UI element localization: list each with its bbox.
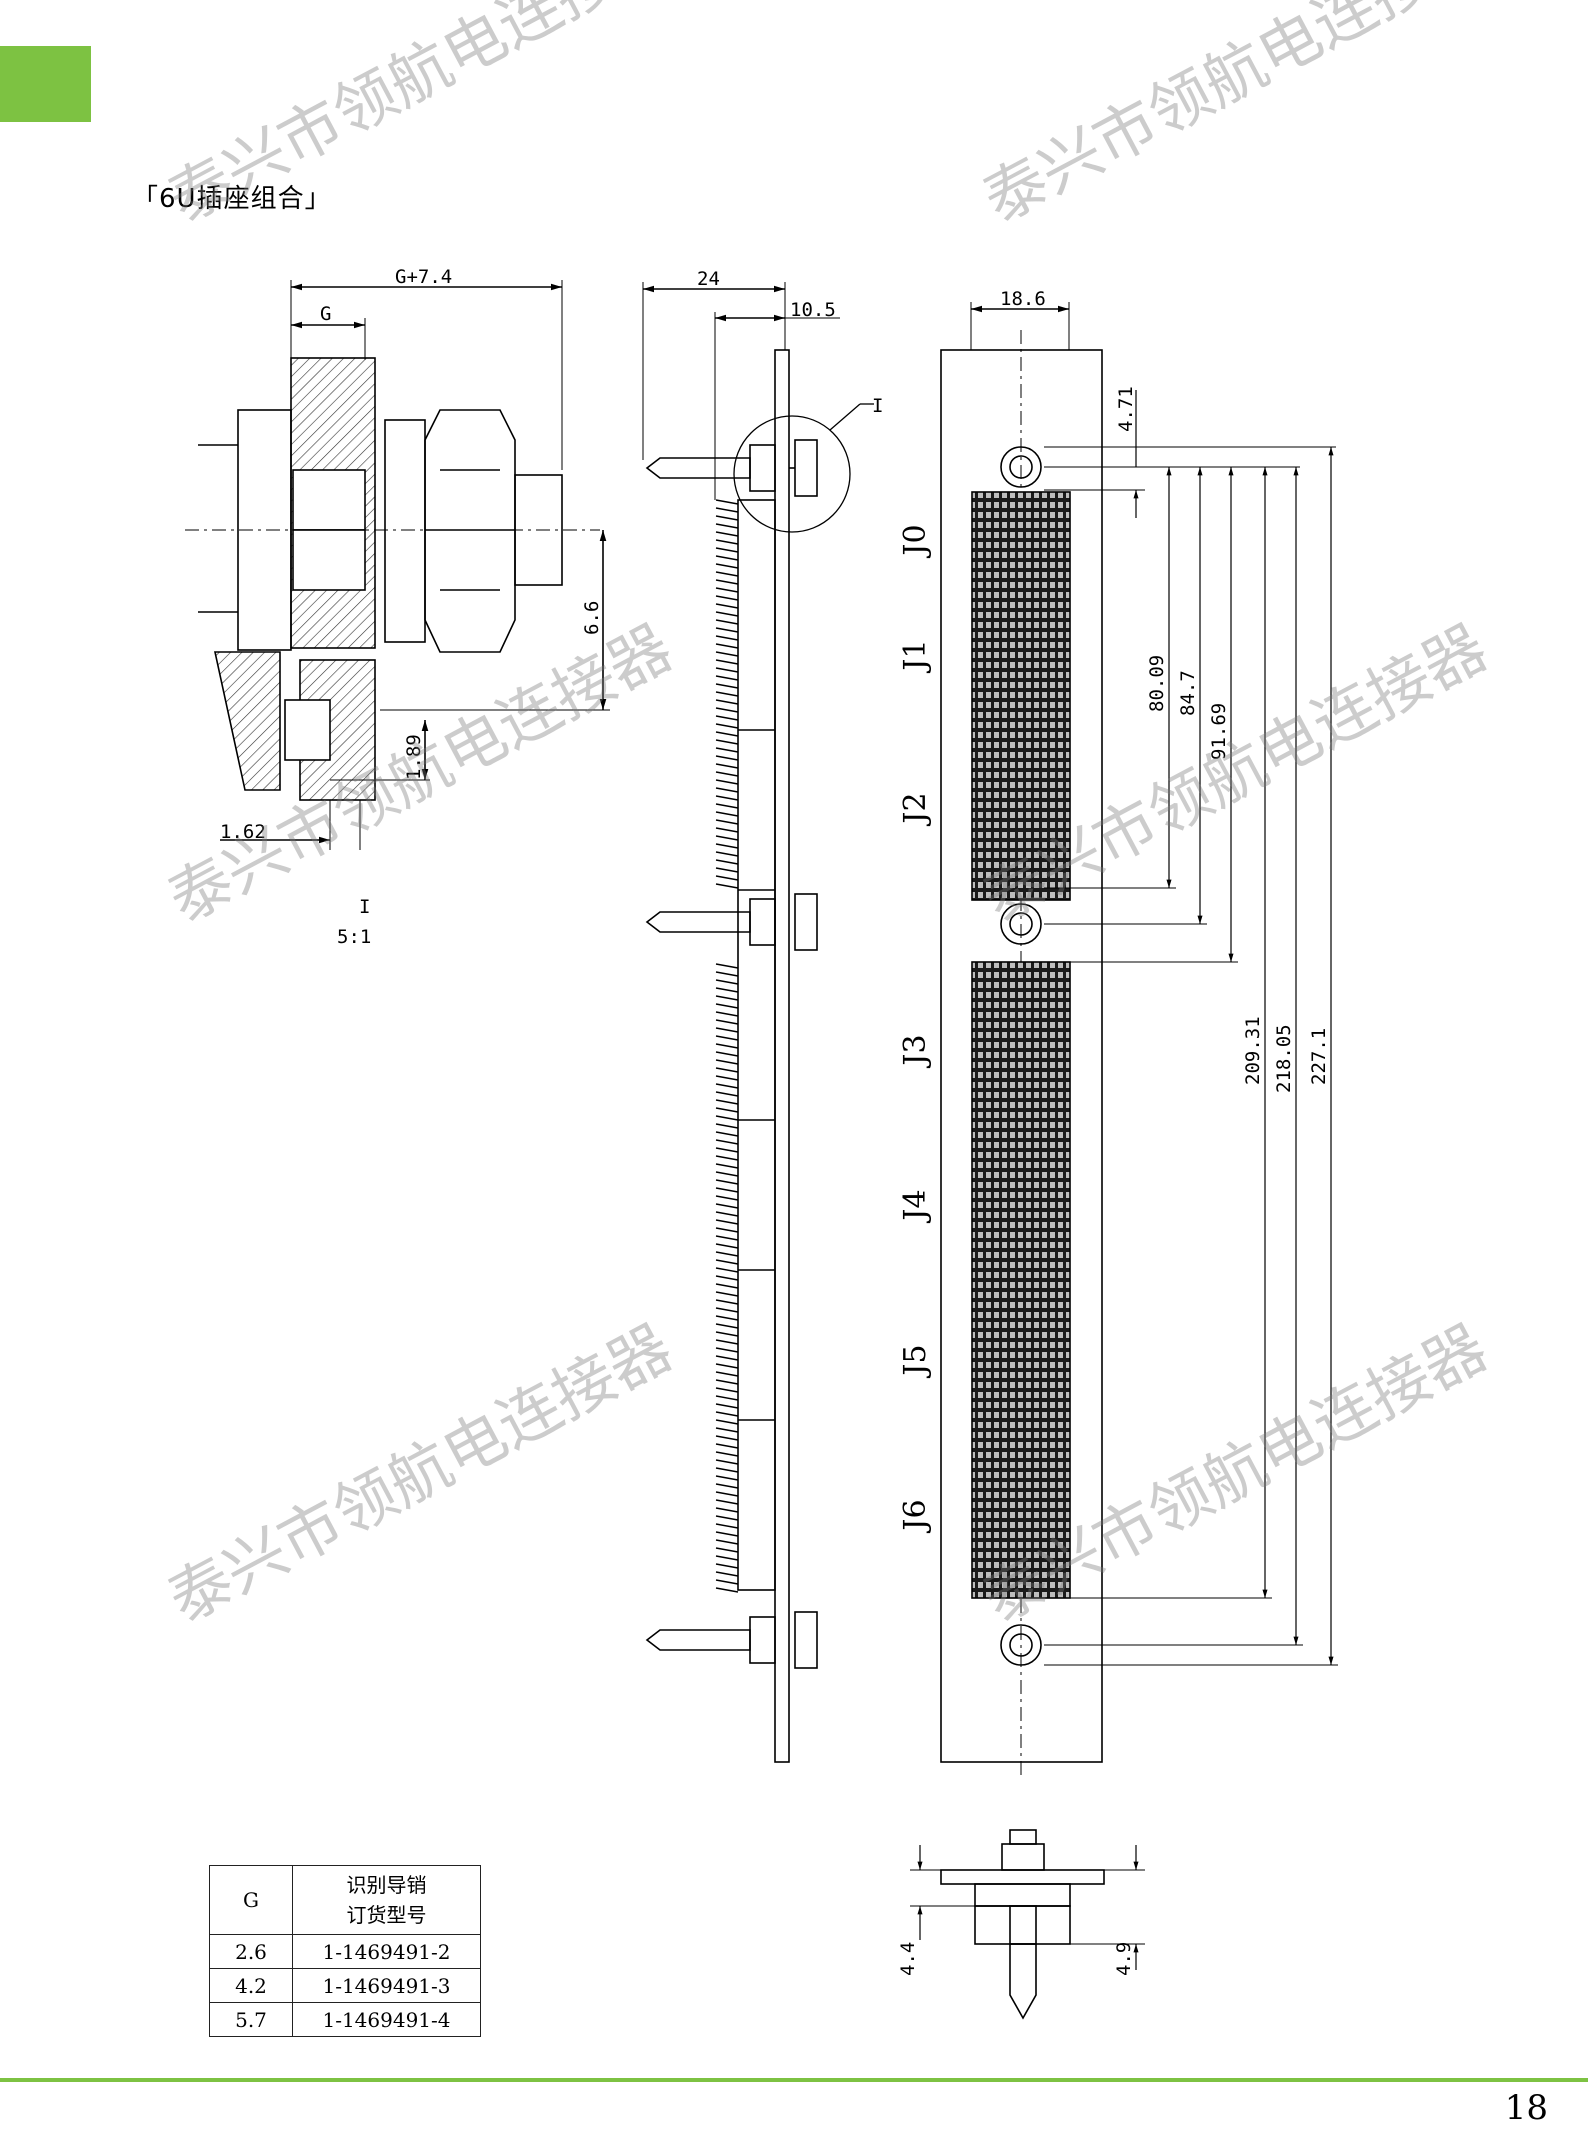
dim-84-7: 84.7 (1177, 670, 1199, 716)
dim-209-31: 209.31 (1242, 1016, 1264, 1085)
dim-g: G (320, 303, 331, 325)
table-row: 5.7 1-1469491-4 (209, 2002, 481, 2037)
connector-label-j1: J1 (898, 639, 933, 673)
connector-label-j0: J0 (898, 524, 933, 558)
mount-hole-middle (1000, 903, 1042, 945)
header-part: 识别导销 订货型号 (292, 1865, 481, 1935)
table-row: 2.6 1-1469491-2 (209, 1934, 481, 1969)
row-g: 5.7 (209, 2002, 293, 2037)
footer-rule (0, 2078, 1588, 2082)
guide-pin-middle (645, 893, 818, 951)
header-part-line2: 订货型号 (346, 1903, 427, 1927)
detail-view-scale: 5:1 (337, 926, 371, 948)
dim-4-9: 4.9 (1113, 1942, 1135, 1976)
dim-4-4: 4.4 (897, 1942, 919, 1976)
detail-view-i (185, 280, 610, 850)
row-part: 1-1469491-3 (292, 1968, 481, 2003)
connector-label-j2: J2 (898, 792, 933, 826)
mount-hole-top (1000, 446, 1042, 488)
connector-label-j4: J4 (898, 1189, 933, 1223)
detail-view-label: I (359, 896, 370, 918)
connector-label-j5: J5 (898, 1344, 933, 1378)
dim-10-5: 10.5 (790, 299, 836, 321)
dim-1-89: 1.89 (403, 734, 425, 780)
dim-227-1: 227.1 (1308, 1028, 1330, 1085)
detail-callout-i: I (872, 395, 883, 417)
guide-pin-order-table: G 识别导销 订货型号 2.6 1-1469491-2 4.2 1-146949… (209, 1865, 481, 2037)
row-part: 1-1469491-4 (292, 2002, 481, 2037)
mount-hole-bottom (1000, 1624, 1042, 1666)
dim-24: 24 (697, 268, 720, 290)
row-g: 2.6 (209, 1934, 293, 1969)
guide-pin-top (645, 439, 818, 497)
dim-4-71: 4.71 (1115, 386, 1137, 432)
guide-pin-bottom (645, 1611, 818, 1669)
section-title: 「6U插座组合」 (132, 184, 332, 214)
connector-label-j3: J3 (898, 1034, 933, 1068)
dim-80-09: 80.09 (1146, 655, 1168, 712)
table-row: 4.2 1-1469491-3 (209, 1968, 481, 2003)
side-view (642, 282, 874, 1763)
dim-g-plus-7-4: G+7.4 (395, 266, 452, 288)
header-part-line1: 识别导销 (346, 1873, 427, 1897)
page-number: 18 (1504, 2088, 1548, 2128)
section-color-tab (0, 46, 91, 122)
connector-label-j6: J6 (898, 1499, 933, 1533)
dim-91-69: 91.69 (1208, 703, 1230, 760)
dim-6-6: 6.6 (581, 601, 603, 635)
dim-218-05: 218.05 (1273, 1024, 1295, 1093)
row-part: 1-1469491-2 (292, 1934, 481, 1969)
row-g: 4.2 (209, 1968, 293, 2003)
dim-18-6: 18.6 (1000, 288, 1046, 310)
front-view (940, 302, 1338, 1780)
dim-1-62: 1.62 (220, 821, 266, 843)
pin-view (910, 1829, 1145, 2020)
header-g: G (209, 1865, 293, 1935)
table-header-row: G 识别导销 订货型号 (209, 1865, 481, 1935)
